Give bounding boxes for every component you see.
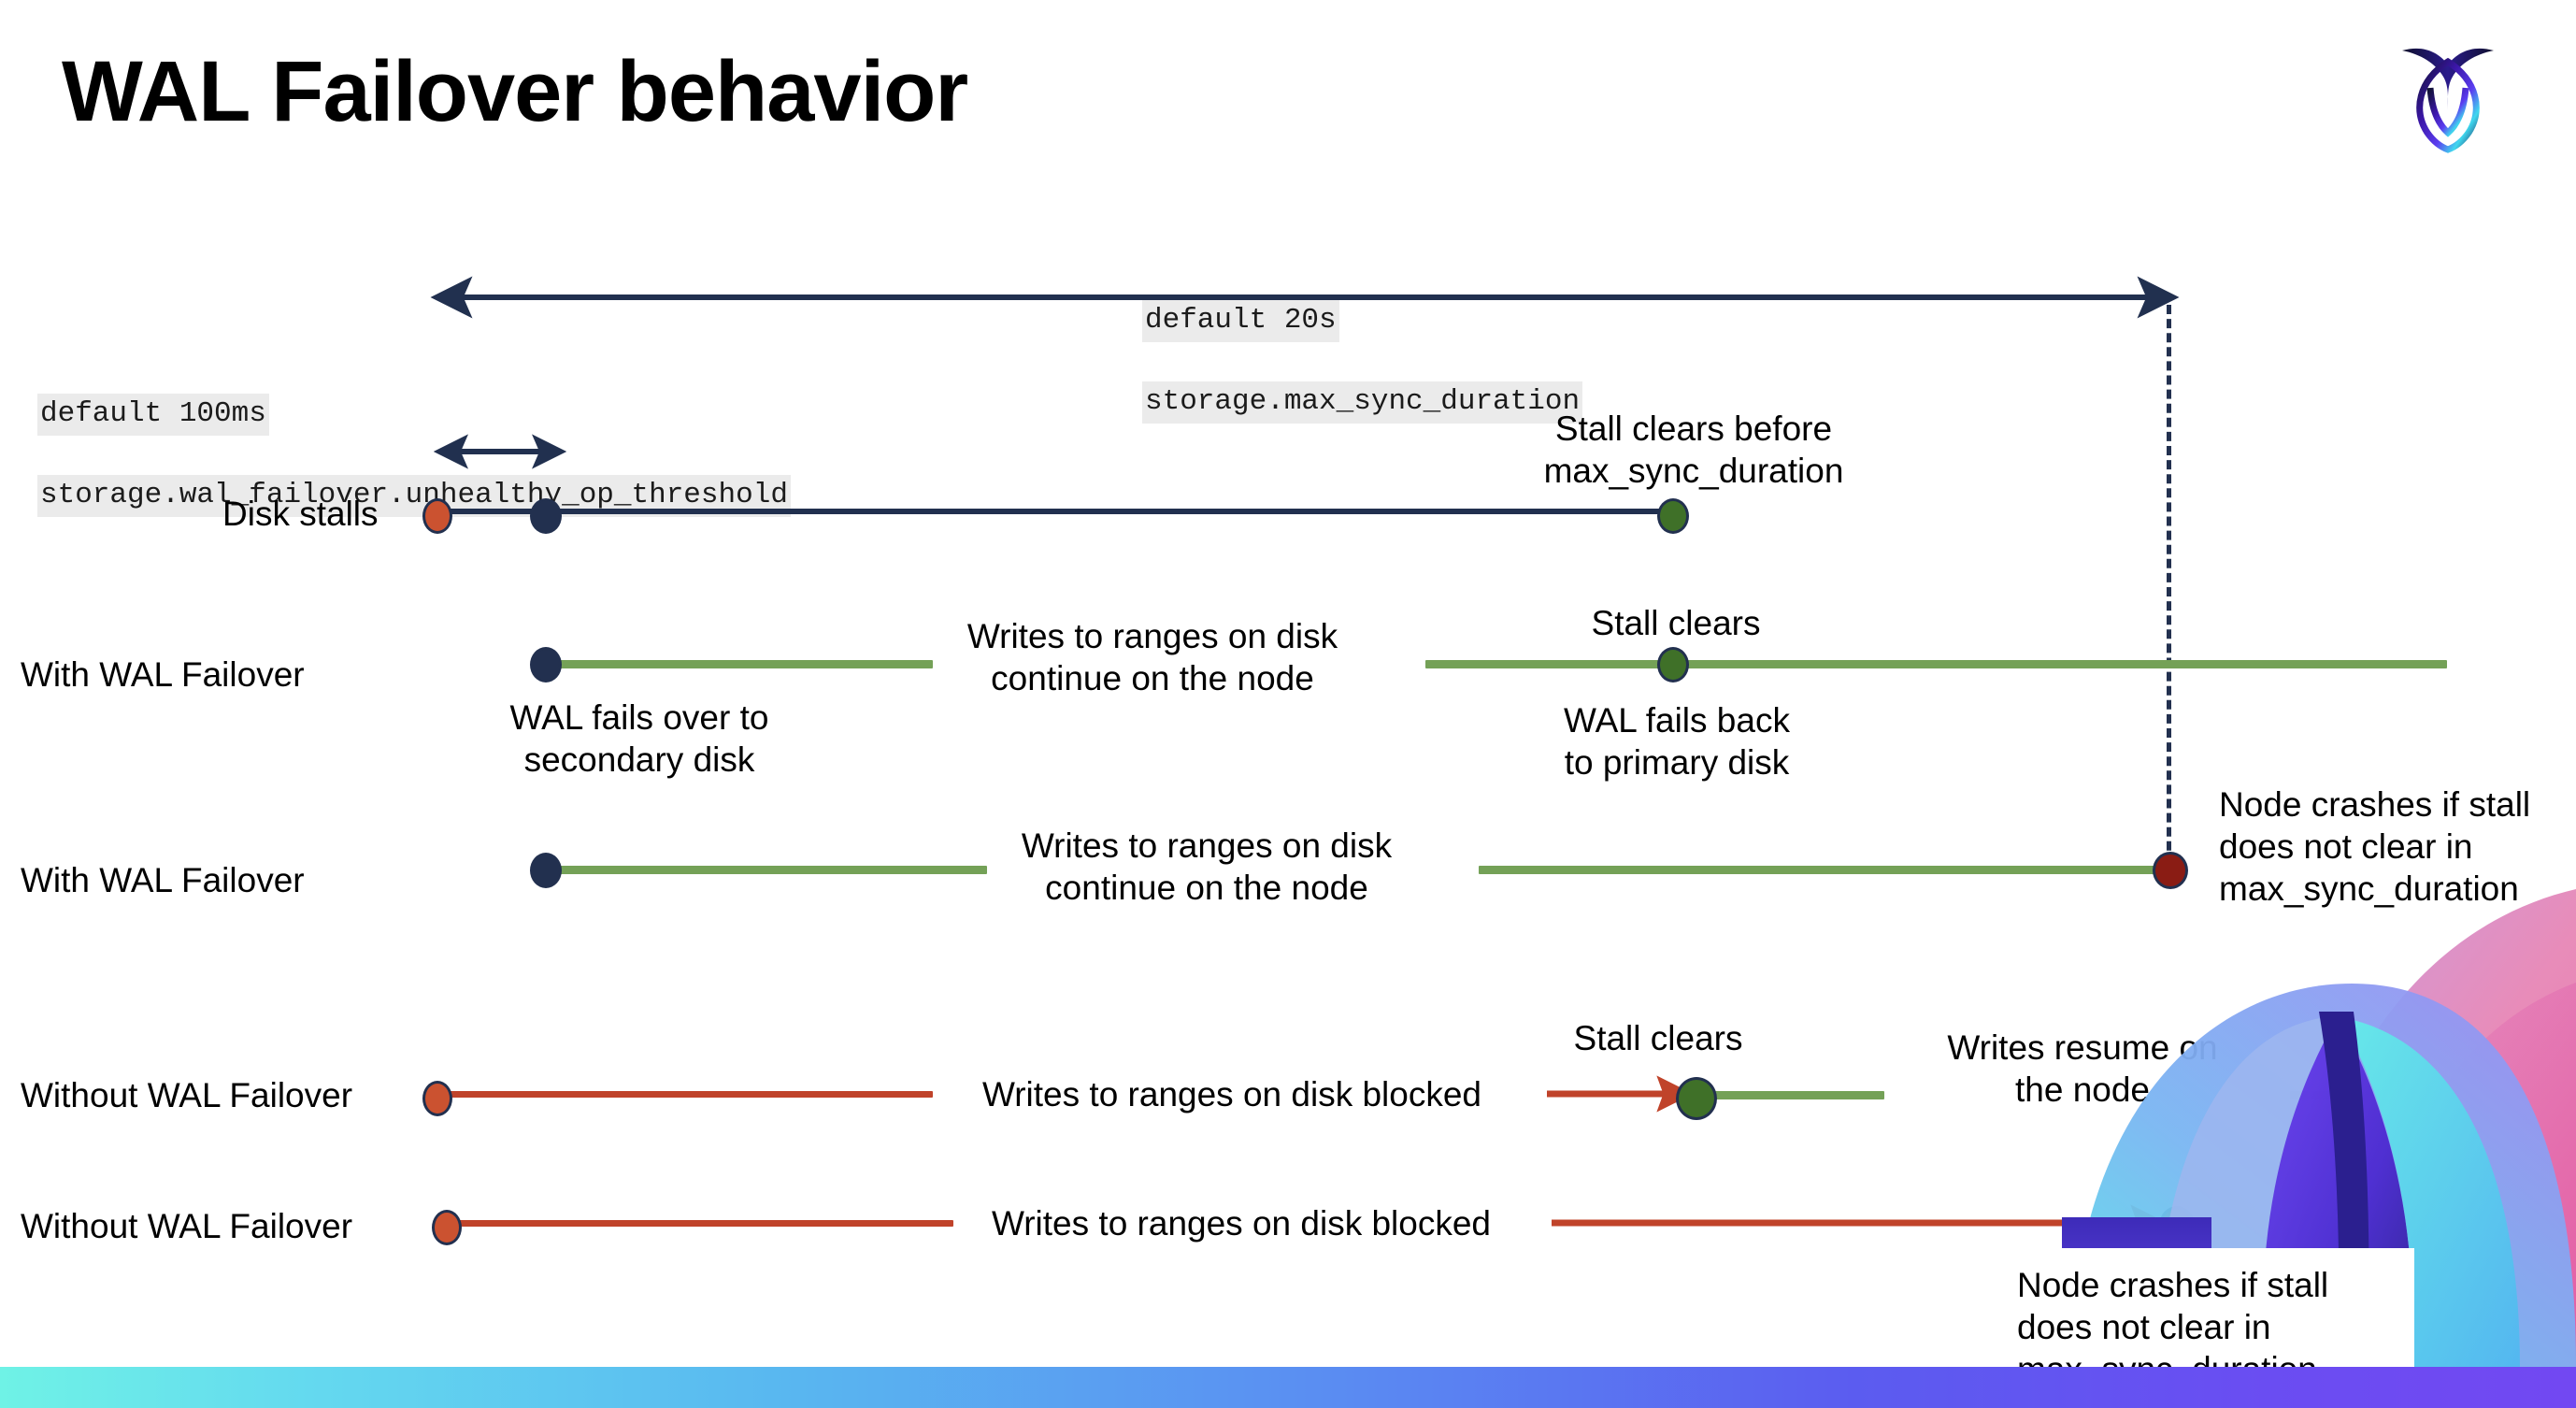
failover-marker-row3: [530, 853, 562, 888]
cockroachdb-logo: [2378, 21, 2518, 163]
max-sync-duration-name: storage.max_sync_duration: [1142, 381, 1583, 424]
annotation-writes-continue-row2: Writes to ranges on disk continue on the…: [966, 617, 1338, 698]
annotation-wal-fails-over-secondary: WAL fails over to secondary disk: [509, 698, 769, 780]
stall-clear-marker-row4: [1676, 1077, 1717, 1120]
max-sync-duration-default: default 20s: [1142, 299, 1339, 342]
stall-start-marker-row5: [432, 1210, 462, 1245]
row-label-with-wal-failover-crash: With WAL Failover: [21, 861, 305, 899]
stall-start-marker-row4: [422, 1081, 452, 1116]
unhealthy-op-threshold-setting: default 100ms storage.wal_failover.unhea…: [37, 353, 791, 518]
without-wal-failover-resume-line-row4-a: [1710, 1091, 1884, 1099]
node-crash-marker-row5: [2159, 1206, 2195, 1245]
with-wal-failover-timeline-segment-1: [540, 660, 933, 668]
stall-start-marker-row1: [422, 498, 452, 534]
unhealthy-op-threshold-default: default 100ms: [37, 393, 269, 436]
row-label-with-wal-failover-clears: With WAL Failover: [21, 655, 305, 694]
without-wal-failover-resume-line-row4-b: [2290, 1091, 2451, 1099]
annotation-stall-clears-row4: Stall clears: [1573, 1019, 1743, 1057]
row-label-without-wal-failover-crash: Without WAL Failover: [21, 1207, 353, 1245]
annotation-writes-blocked-row4: Writes to ranges on disk blocked: [981, 1075, 1482, 1113]
max-sync-duration-setting: default 20s storage.max_sync_duration: [1142, 260, 1583, 424]
annotation-stall-clears-before-max-sync: Stall clears before max_sync_duration: [1543, 409, 1844, 491]
stall-clear-marker-row1: [1657, 498, 1689, 534]
annotation-writes-continue-row3: Writes to ranges on disk continue on the…: [1021, 826, 1393, 908]
annotation-writes-blocked-row5: Writes to ranges on disk blocked: [991, 1204, 1492, 1243]
page-title: WAL Failover behavior: [62, 44, 968, 139]
bottom-gradient-bar: [0, 1367, 2576, 1408]
without-wal-failover-blocked-line-row5: [451, 1220, 953, 1227]
with-wal-failover-timeline-segment-2: [1425, 660, 2447, 668]
failover-marker-row2: [530, 647, 562, 682]
annotation-wal-fails-back-primary: WAL fails back to primary disk: [1564, 701, 1790, 783]
annotation-writes-resume-row4: Writes resume on the node: [1947, 1028, 2218, 1110]
max-sync-duration-dashed-guide: [2167, 305, 2171, 879]
failover-marker-row1: [530, 498, 562, 534]
disk-stalls-timeline: [439, 509, 1675, 514]
row-label-disk-stalls: Disk stalls: [222, 495, 379, 533]
annotation-node-crashes-row3: Node crashes if stall does not clear in …: [2219, 785, 2531, 909]
annotation-stall-clears-row2: Stall clears: [1591, 604, 1761, 642]
with-wal-failover-crash-timeline-segment-1: [540, 866, 987, 874]
stall-clear-marker-row2: [1657, 647, 1689, 682]
row-label-without-wal-failover-clears: Without WAL Failover: [21, 1076, 353, 1114]
with-wal-failover-crash-timeline-segment-2: [1479, 866, 2172, 874]
node-crash-marker-row3: [2153, 852, 2188, 889]
without-wal-failover-blocked-line-row4: [437, 1091, 933, 1098]
